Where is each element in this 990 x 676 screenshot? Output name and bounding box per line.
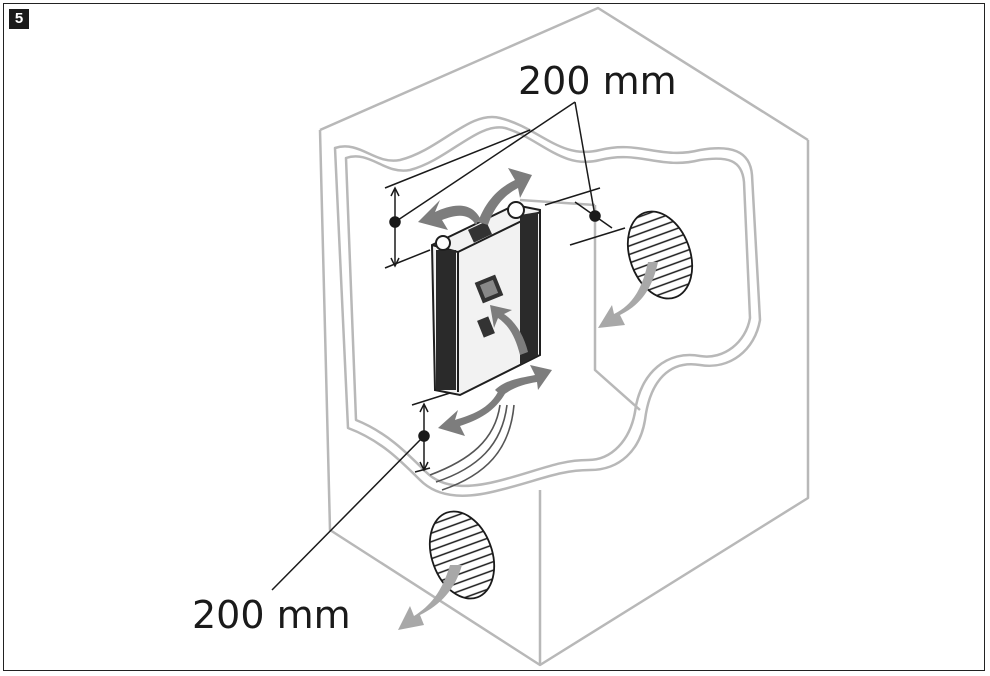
- bottom-dimension-label: 200 mm: [192, 593, 351, 637]
- step-number-badge: 5: [9, 9, 29, 29]
- cabinet-outline: [318, 6, 810, 667]
- airflow-arrow-icon: [398, 262, 658, 630]
- dimension-marker-icon: [271, 392, 451, 591]
- dimension-marker-icon: [544, 101, 626, 246]
- vent-hatched-icon: [428, 510, 496, 600]
- airflow-arrow-icon: [418, 168, 552, 436]
- top-dimension-label: 200 mm: [518, 59, 677, 103]
- dimension-marker-icon: [384, 101, 576, 269]
- inverter-device: [430, 201, 541, 397]
- vent-hatched-icon: [626, 210, 694, 300]
